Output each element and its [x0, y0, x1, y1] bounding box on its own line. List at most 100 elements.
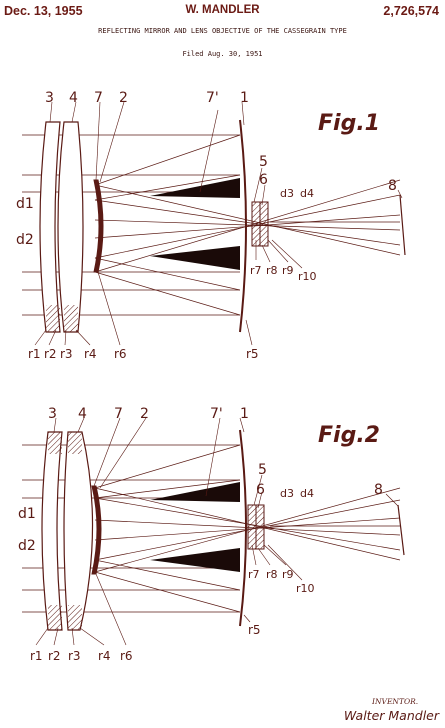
label-7-prime: 7' [210, 406, 223, 422]
image-plane-8 [397, 504, 405, 556]
label-r1: r1 [28, 347, 41, 361]
drawing-line [94, 174, 241, 201]
drawing-line [71, 627, 75, 646]
shadow-lower [150, 548, 240, 572]
label-8: 8 [374, 482, 383, 498]
drawing-line [94, 271, 241, 316]
label-1: 1 [240, 90, 249, 106]
drawing-shape [35, 417, 399, 646]
label-5: 5 [259, 154, 268, 170]
label-r8: r8 [266, 568, 278, 581]
label-r10: r10 [296, 582, 315, 595]
label-3: 3 [48, 406, 57, 422]
drawing-line [397, 189, 403, 199]
drawing-line [34, 329, 47, 346]
drawing-line [99, 417, 147, 489]
patent-subtitle: REFLECTING MIRROR AND LENS OBJECTIVE OF … [98, 27, 347, 35]
primary-mirror-1 [239, 119, 247, 333]
label-r3: r3 [60, 347, 73, 361]
patent-date: Dec. 13, 1955 [4, 4, 83, 18]
ray-bundle [22, 134, 401, 316]
label-6: 6 [259, 172, 268, 188]
drawing-line [94, 444, 241, 489]
inventor-signature: Walter Mandler [343, 708, 439, 723]
drawing-line [95, 573, 127, 646]
drawing-line [94, 571, 241, 613]
drawing-line [94, 479, 241, 499]
drawing-line [94, 214, 401, 239]
figure-1 [22, 101, 406, 346]
label-r6: r6 [114, 347, 127, 361]
shadow-lower [150, 246, 240, 270]
lens-6 [259, 201, 269, 247]
drawing-line [385, 493, 399, 507]
drawing-line [95, 101, 101, 181]
inventor-caption: INVENTOR. [372, 697, 419, 706]
label-d3: d3 [280, 187, 294, 200]
drawing-line [263, 544, 287, 566]
image-plane-8 [399, 194, 406, 256]
label-d4: d4 [300, 187, 314, 200]
label-r9: r9 [282, 568, 294, 581]
drawing-line [261, 244, 271, 263]
label-d2: d2 [18, 538, 36, 554]
drawing-line [53, 417, 57, 433]
hatched-area [68, 432, 82, 454]
lens-4 [57, 121, 84, 333]
hatched-area [68, 605, 82, 630]
hatched-area [48, 605, 62, 630]
label-d3: d3 [280, 487, 294, 500]
label-r10: r10 [298, 270, 317, 283]
drawing-line [243, 614, 251, 623]
drawing-line [79, 627, 105, 646]
drawing-line [71, 101, 77, 123]
drawing-line [245, 319, 253, 346]
drawing-line [75, 329, 91, 346]
label-d2: d2 [16, 232, 34, 248]
lens-6 [255, 504, 265, 550]
label-r2: r2 [48, 649, 61, 663]
label-4: 4 [69, 90, 78, 106]
lens-3 [39, 121, 61, 333]
label-r6: r6 [120, 649, 133, 663]
label-5: 5 [258, 462, 267, 478]
drawing-line [35, 627, 49, 646]
label-r1: r1 [30, 649, 43, 663]
drawing-line [94, 179, 401, 273]
drawing-line [251, 544, 257, 566]
drawing-line [48, 329, 57, 346]
label-r4: r4 [84, 347, 97, 361]
label-d1: d1 [18, 506, 36, 522]
drawing-line [199, 109, 219, 193]
hatched-area [46, 305, 60, 332]
label-r7: r7 [250, 264, 262, 277]
drawing-line [94, 199, 401, 246]
label-r9: r9 [282, 264, 294, 277]
drawing-line [77, 417, 85, 433]
label-7: 7 [114, 406, 123, 422]
lens-5 [251, 201, 261, 247]
label-4: 4 [78, 406, 87, 422]
shadow-upper [150, 482, 240, 502]
label-7: 7 [94, 90, 103, 106]
label-d4: d4 [300, 487, 314, 500]
label-d1: d1 [16, 196, 34, 212]
label-2: 2 [140, 406, 149, 422]
drawing-line [53, 627, 59, 646]
drawing-line [241, 101, 245, 126]
label-r4: r4 [98, 649, 111, 663]
drawing-line [94, 184, 401, 256]
drawing-line [257, 547, 271, 566]
patent-number: 2,726,574 [383, 4, 439, 18]
drawing-line [49, 101, 53, 123]
inventor-header: W. MANDLER [185, 4, 260, 16]
label-r5: r5 [246, 347, 259, 361]
label-r8: r8 [266, 264, 278, 277]
hatched-area [64, 305, 78, 332]
drawing-line [257, 491, 263, 509]
drawing-line [253, 167, 263, 203]
drawing-line [94, 257, 241, 291]
label-r2: r2 [44, 347, 57, 361]
drawing-line [94, 134, 241, 186]
